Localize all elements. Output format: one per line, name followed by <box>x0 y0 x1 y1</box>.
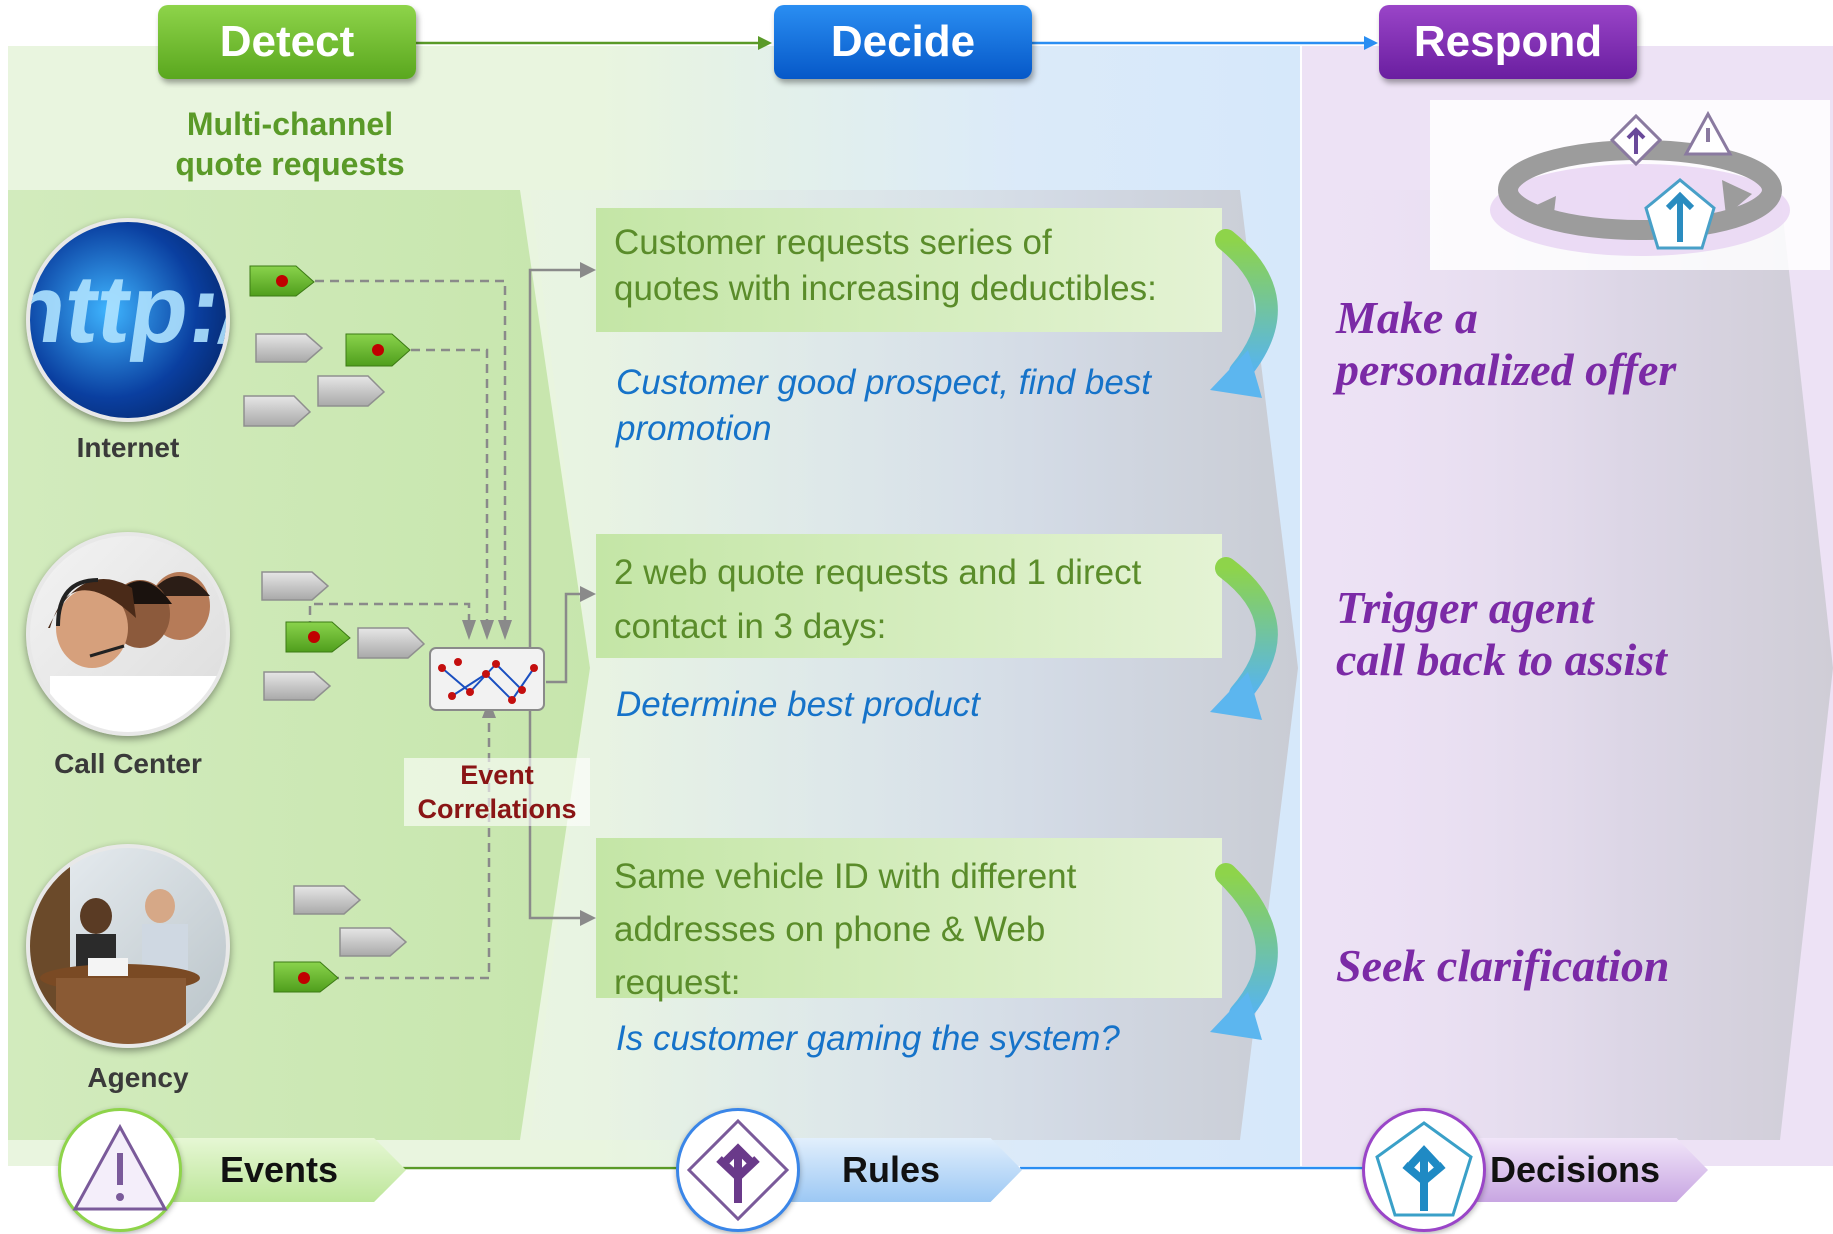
decision-cycle-icon <box>1430 100 1830 270</box>
rule-3-condition-line1: Same vehicle ID with different <box>614 857 1077 896</box>
source-label-call-center: Call Center <box>54 748 202 779</box>
decision-2: Trigger agent call back to assist <box>1336 582 1667 686</box>
curved-arrowhead-2 <box>1210 672 1262 720</box>
curved-arrowhead-3 <box>1210 992 1262 1040</box>
office-meeting-icon <box>30 848 200 1044</box>
rule-2-conclusion-line1: Determine best product <box>616 685 980 724</box>
rule-conclusion-1: Customer good prospect, find best promot… <box>616 360 1151 452</box>
rule-condition-3: Same vehicle ID with different addresses… <box>596 838 1222 1002</box>
decision-2-line2: call back to assist <box>1336 634 1667 685</box>
detect-stage-button[interactable]: Detect <box>158 5 416 79</box>
legend-rules-label: Rules <box>842 1149 941 1190</box>
correlation-output-arrowheads <box>580 262 596 926</box>
decisions-legend-badge <box>1362 1108 1486 1232</box>
legend-decisions-label: Decisions <box>1490 1149 1661 1190</box>
internet-photo: nttp://w <box>26 218 230 422</box>
event-correlation-node <box>429 647 545 711</box>
curved-arrow-1 <box>1215 229 1278 383</box>
agency-photo <box>26 844 230 1048</box>
headset-agents-icon <box>48 572 220 732</box>
rule-3-condition-line2: addresses on phone & Web <box>614 910 1046 949</box>
fork-arrows-diamond-icon <box>686 1118 790 1222</box>
svg-text:nttp://w: nttp://w <box>30 256 226 362</box>
respond-chevron <box>1310 190 1833 1140</box>
curved-arrow-3 <box>1215 863 1278 1025</box>
legend-events-label: Events <box>220 1149 339 1190</box>
rule-3-condition-line3: request: <box>614 963 741 1002</box>
events-legend-badge <box>58 1108 182 1232</box>
event-correlations-line1: Event <box>460 760 534 790</box>
decision-2-line1: Trigger agent <box>1336 582 1594 633</box>
rule-condition-1: Customer requests series of quotes with … <box>596 208 1222 332</box>
detect-subtitle-line2: quote requests <box>175 146 405 182</box>
decide-stage-button[interactable]: Decide <box>774 5 1032 79</box>
rule-1-condition-line1: Customer requests series of <box>614 223 1052 262</box>
rule-1-conclusion-line1: Customer good prospect, find best <box>616 363 1152 402</box>
event-link-arrowheads <box>462 620 512 718</box>
source-label-internet: Internet <box>76 432 180 463</box>
rule-conclusion-2: Determine best product <box>616 682 980 728</box>
curved-arrow-2 <box>1215 557 1278 705</box>
decision-1: Make a personalized offer <box>1336 292 1676 396</box>
rule-2-condition-line2: contact in 3 days: <box>614 607 887 646</box>
decision-1-line1: Make a <box>1336 292 1478 343</box>
http-url-icon: nttp://w <box>30 256 226 362</box>
source-label-agency: Agency <box>87 1062 189 1093</box>
rule-conclusion-3: Is customer gaming the system? <box>616 1016 1120 1062</box>
legend-decisions: Decisions <box>1446 1138 1708 1202</box>
rule-3-conclusion-line1: Is customer gaming the system? <box>616 1019 1120 1058</box>
rule-1-conclusion-line2: promotion <box>616 409 772 448</box>
rule-2-condition-line1: 2 web quote requests and 1 direct <box>614 553 1142 592</box>
rules-legend-badge <box>676 1108 800 1232</box>
split-arrows-pentagon-icon <box>1375 1121 1473 1217</box>
call-center-photo <box>26 532 230 736</box>
rule-condition-2: 2 web quote requests and 1 direct contac… <box>596 534 1222 658</box>
event-correlations-label: Event Correlations <box>404 758 590 826</box>
legend-events: Events <box>140 1138 406 1202</box>
detect-subtitle: Multi-channel quote requests <box>160 104 420 184</box>
respond-stage-button[interactable]: Respond <box>1379 5 1637 79</box>
warning-triangle-icon <box>72 1123 168 1211</box>
green-event-tags <box>249 265 411 993</box>
decision-3: Seek clarification <box>1336 940 1669 992</box>
decision-3-line1: Seek clarification <box>1336 940 1670 991</box>
legend-rules: Rules <box>760 1138 1022 1202</box>
event-correlations-line2: Correlations <box>417 794 577 824</box>
detect-subtitle-line1: Multi-channel <box>186 106 394 142</box>
rule-1-condition-line2: quotes with increasing deductibles: <box>614 269 1157 308</box>
curved-arrowhead-1 <box>1210 350 1262 398</box>
grey-event-tags <box>243 333 426 957</box>
decision-1-line2: personalized offer <box>1336 344 1677 395</box>
